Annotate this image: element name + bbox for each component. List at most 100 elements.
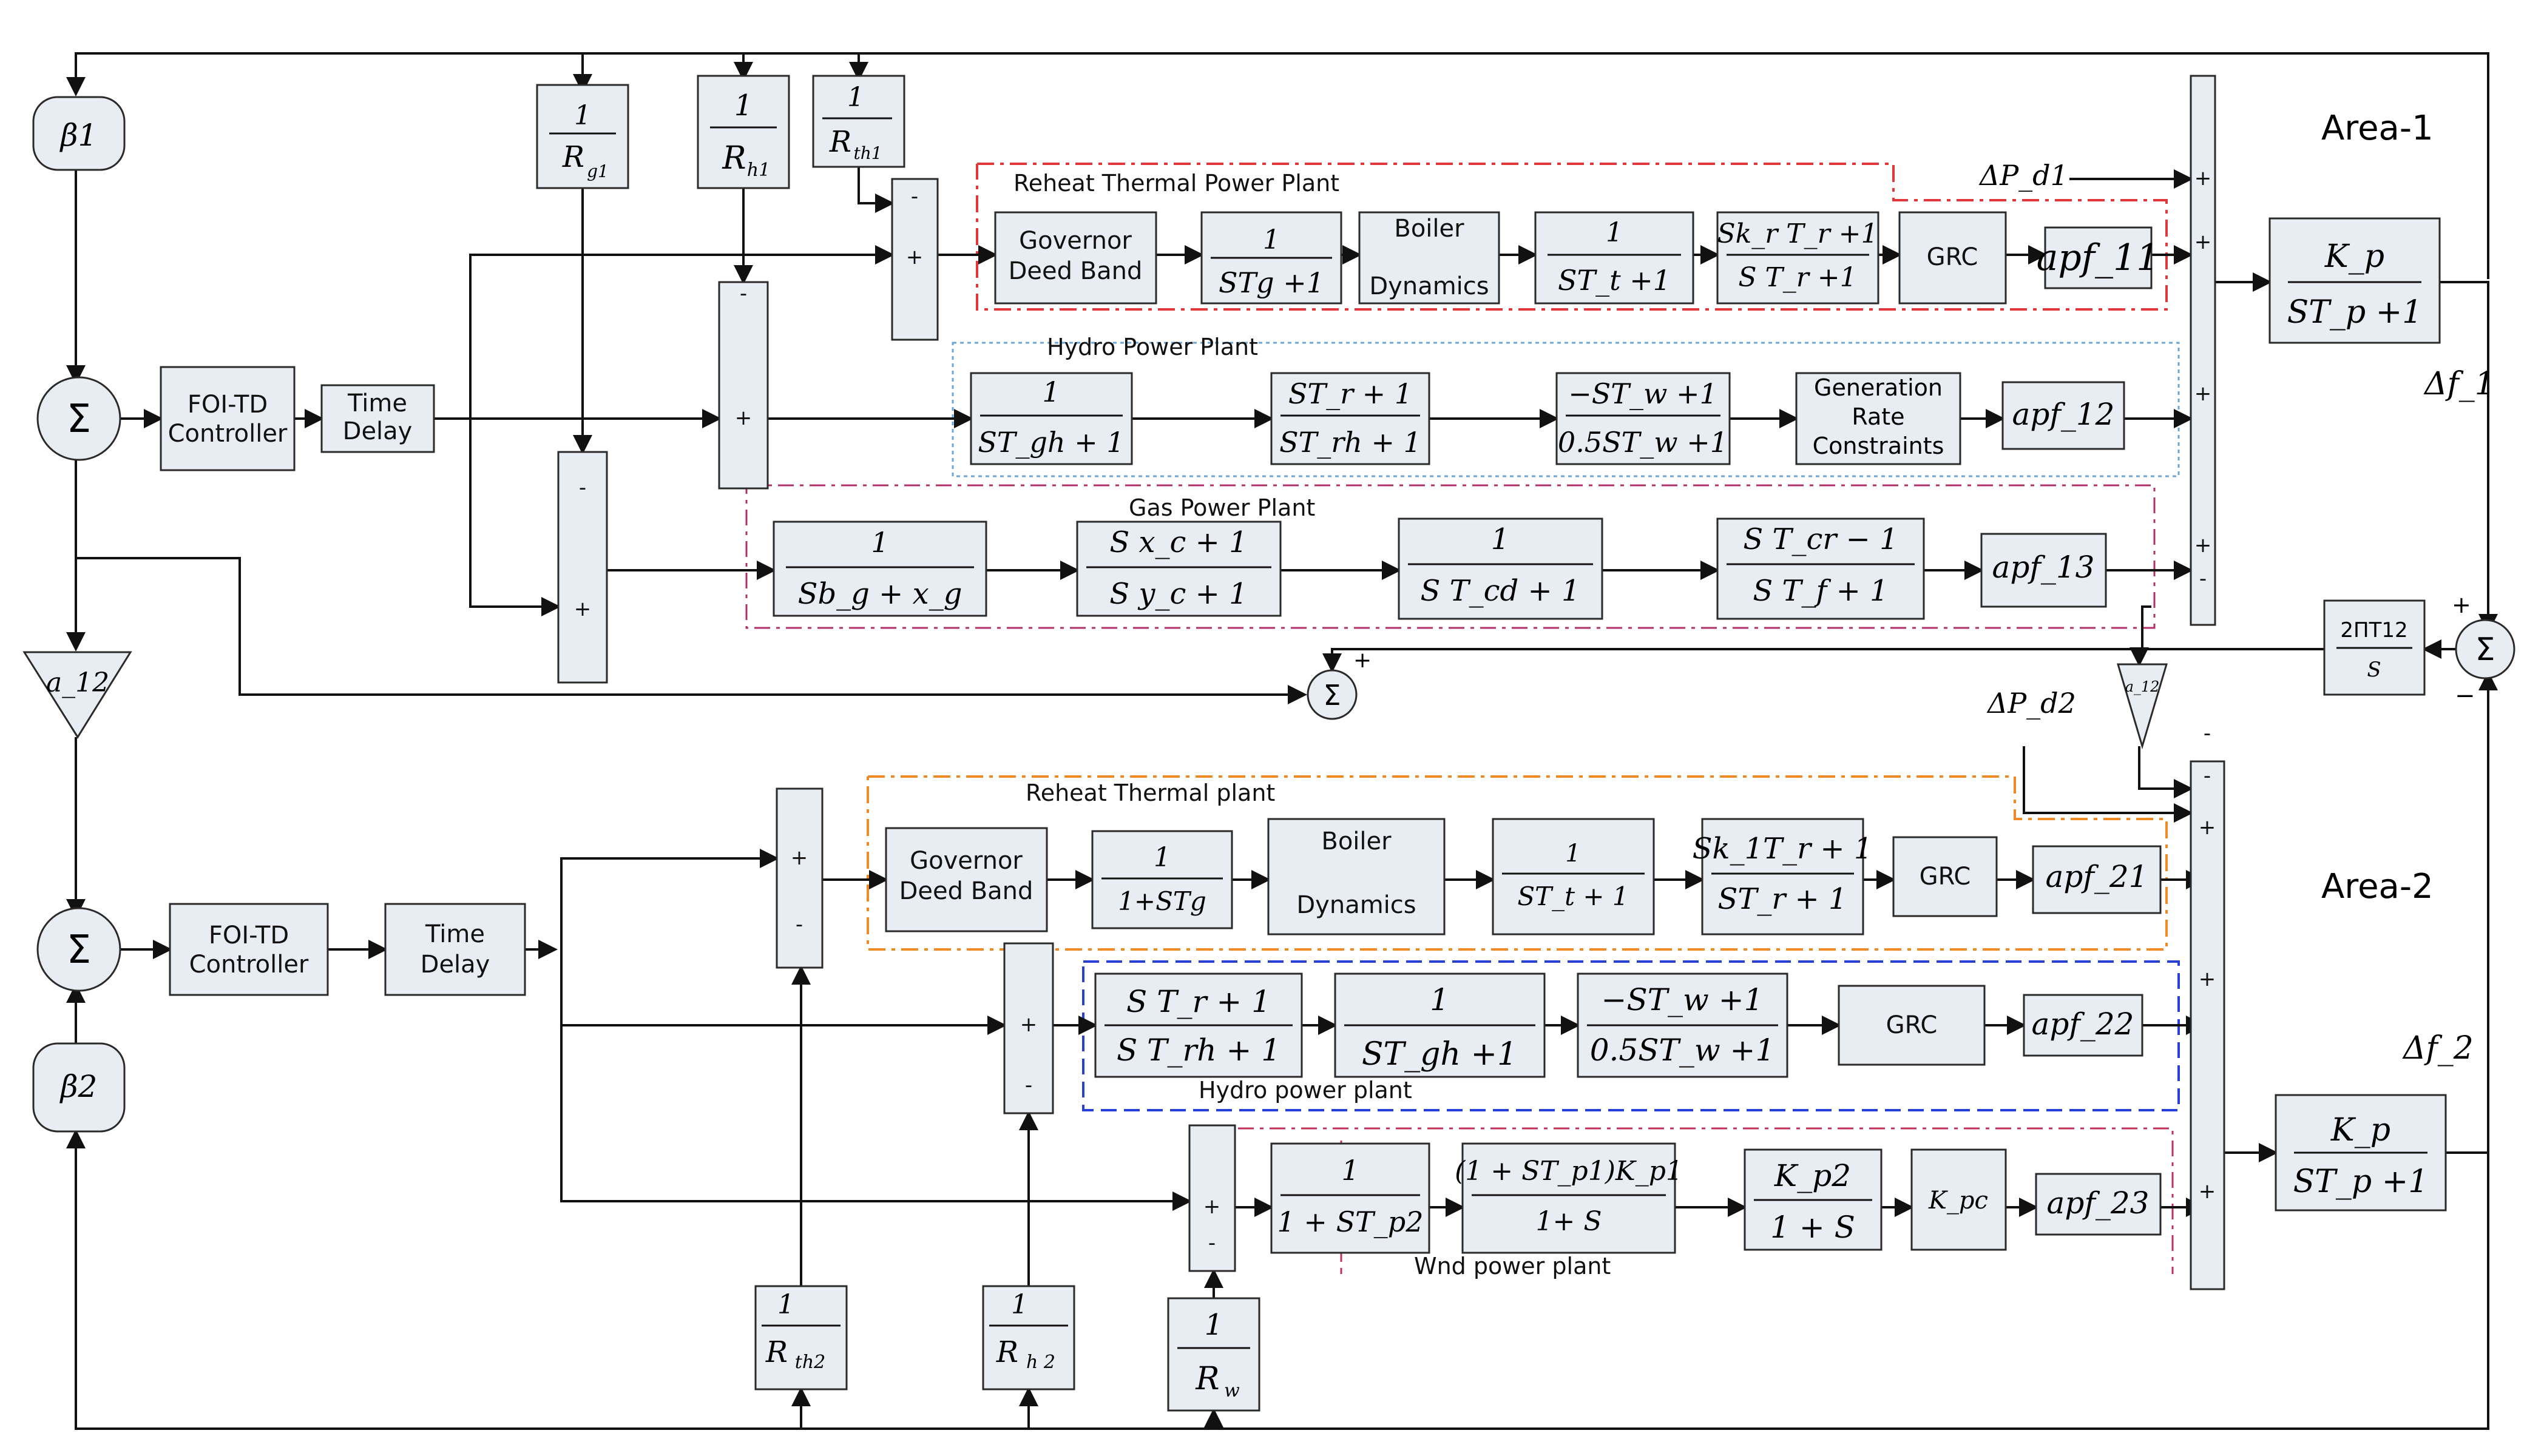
svg-text:apf_21: apf_21 <box>2046 859 2148 894</box>
apf12-block: apf_12 <box>2001 381 2125 450</box>
sum1-junction: Σ <box>36 376 121 461</box>
delay1-block: Time Delay <box>320 384 435 453</box>
r-th1-block: 1 R th1 <box>812 75 905 168</box>
svg-text:S T_cr − 1: S T_cr − 1 <box>1743 522 1898 556</box>
r-th2-block: 1 R th2 <box>754 1285 848 1390</box>
svg-text:-: - <box>2204 764 2211 788</box>
svg-text:1: 1 <box>1565 840 1580 868</box>
sum-bar-thermal1: - + <box>891 178 939 341</box>
svg-text:Deed Band: Deed Band <box>1009 257 1143 285</box>
sum-bar-hydro1: - + <box>718 281 769 490</box>
svg-text:S T_f + 1: S T_f + 1 <box>1753 574 1888 608</box>
hydro1-tf1: 1 ST_gh + 1 <box>970 372 1133 465</box>
svg-text:1: 1 <box>847 82 864 113</box>
r-g1-block: 1 R g1 <box>536 84 629 189</box>
gas-tf3: 1 S T_cd + 1 <box>1398 517 1603 620</box>
hydro1-label: Hydro Power Plant <box>1047 334 1258 360</box>
svg-text:+: + <box>1020 1013 1038 1037</box>
svg-text:Sk_1T_r + 1: Sk_1T_r + 1 <box>1693 832 1873 866</box>
svg-text:1: 1 <box>1606 217 1623 248</box>
svg-text:GRC: GRC <box>1886 1011 1938 1039</box>
thermal1-border <box>976 163 2168 311</box>
wind-label: Wnd power plant <box>1414 1253 1611 1279</box>
thermal1-tf3: Sk_r T_r +1 S T_r +1 <box>1716 211 1879 305</box>
svg-text:1: 1 <box>1341 1154 1359 1187</box>
svg-text:−: − <box>2455 682 2475 710</box>
svg-text:-: - <box>1208 1231 1216 1255</box>
svg-text:β1: β1 <box>59 118 98 153</box>
svg-text:ST_rh + 1: ST_rh + 1 <box>1279 426 1421 459</box>
svg-text:β2: β2 <box>59 1069 98 1104</box>
grc1-block: GRC <box>1898 211 2007 305</box>
gen-rate-constraints-block: Generation Rate Constraints <box>1795 372 1961 465</box>
a12-left-triangle: a_12 <box>22 651 132 739</box>
svg-text:K_p2: K_p2 <box>1774 1158 1851 1193</box>
svg-text:Boiler: Boiler <box>1321 827 1392 855</box>
svg-text:Sk_r T_r +1: Sk_r T_r +1 <box>1717 218 1878 249</box>
plant-borders <box>745 163 2180 1274</box>
svg-text:ST_t +1: ST_t +1 <box>1558 264 1671 297</box>
svg-text:Σ: Σ <box>67 928 91 972</box>
hydro2-tf1: S T_r + 1 S T_rh + 1 <box>1094 972 1303 1078</box>
grc2-block: GRC <box>1892 836 1998 917</box>
svg-text:Delay: Delay <box>421 951 490 979</box>
svg-text:+: + <box>2199 1179 2216 1204</box>
svg-text:g1: g1 <box>587 161 609 181</box>
svg-text:+: + <box>2199 815 2216 840</box>
apf22-block: apf_22 <box>2023 994 2143 1057</box>
disturbance1-label: ΔP_d1 <box>1978 159 2068 192</box>
svg-text:Wnd power plant: Wnd power plant <box>1414 1253 1611 1279</box>
svg-text:1: 1 <box>777 1289 794 1320</box>
governor1-block: Governor Deed Band <box>994 211 1157 305</box>
svg-text:1: 1 <box>1263 224 1280 255</box>
svg-text:Governor: Governor <box>1019 227 1132 255</box>
apf11-block: apf_11 <box>2037 226 2159 289</box>
svg-text:Boiler: Boiler <box>1394 215 1464 243</box>
svg-text:Controller: Controller <box>168 420 288 448</box>
svg-text:Σ: Σ <box>67 397 91 442</box>
gas-tf2: S x_c + 1 S y_c + 1 <box>1076 521 1282 617</box>
svg-text:S T_cd + 1: S T_cd + 1 <box>1420 574 1580 608</box>
svg-text:h1: h1 <box>747 160 770 181</box>
svg-text:apf_22: apf_22 <box>2032 1006 2134 1042</box>
svg-text:+: + <box>2199 967 2216 991</box>
kpc-block: K_pc <box>1910 1148 2007 1251</box>
svg-text:-: - <box>1025 1073 1032 1097</box>
wind-border <box>1238 1127 2174 1274</box>
svg-text:1+ S: 1+ S <box>1536 1206 1602 1237</box>
svg-text:1: 1 <box>1042 376 1060 408</box>
svg-text:Generation: Generation <box>1814 374 1943 401</box>
svg-text:1+STg: 1+STg <box>1118 886 1206 916</box>
svg-text:−ST_w +1: −ST_w +1 <box>1602 982 1764 1017</box>
svg-text:Hydro Power Plant: Hydro Power Plant <box>1047 334 1258 360</box>
svg-text:Hydro power plant: Hydro power plant <box>1199 1077 1412 1104</box>
svg-text:1 + S: 1 + S <box>1770 1210 1855 1245</box>
svg-text:Σ: Σ <box>1323 679 1341 712</box>
svg-text:R: R <box>765 1335 788 1369</box>
boiler2-block: Boiler Dynamics <box>1267 818 1446 935</box>
svg-text:1: 1 <box>734 89 753 123</box>
svg-text:-: - <box>740 281 747 306</box>
svg-text:K_pc: K_pc <box>1928 1187 1988 1215</box>
svg-text:S T_r +1: S T_r +1 <box>1738 262 1856 293</box>
hydro2-tf2: 1 ST_gh +1 <box>1334 972 1546 1078</box>
svg-text:+: + <box>2452 592 2471 618</box>
svg-text:0.5ST_w +1: 0.5ST_w +1 <box>1590 1033 1775 1068</box>
svg-text:h 2: h 2 <box>1026 1352 1055 1373</box>
gas-label: Gas Power Plant <box>1129 494 1315 521</box>
svg-text:+: + <box>2194 533 2212 558</box>
svg-text:apf_23: apf_23 <box>2047 1185 2150 1221</box>
svg-text:R: R <box>562 140 584 174</box>
thermal1-tf1: 1 STg +1 <box>1200 211 1342 305</box>
svg-text:1: 1 <box>1011 1289 1028 1320</box>
svg-text:FOI-TD: FOI-TD <box>188 391 268 419</box>
svg-text:Gas Power Plant: Gas Power Plant <box>1129 494 1315 521</box>
thermal2-tf3: Sk_1T_r + 1 ST_r + 1 <box>1693 818 1873 935</box>
freq2-label: Δf_2 <box>2402 1030 2474 1067</box>
svg-text:(1 + ST_p1)K_p1: (1 + ST_p1)K_p1 <box>1455 1156 1683 1187</box>
area2-title: Area-2 <box>2321 867 2434 906</box>
sum-bar-gas: - + <box>557 451 608 684</box>
beta2-block: β2 <box>32 1042 126 1133</box>
gas-tf1: 1 Sb_g + x_g <box>773 521 987 617</box>
svg-text:Δf_2: Δf_2 <box>2402 1030 2474 1067</box>
